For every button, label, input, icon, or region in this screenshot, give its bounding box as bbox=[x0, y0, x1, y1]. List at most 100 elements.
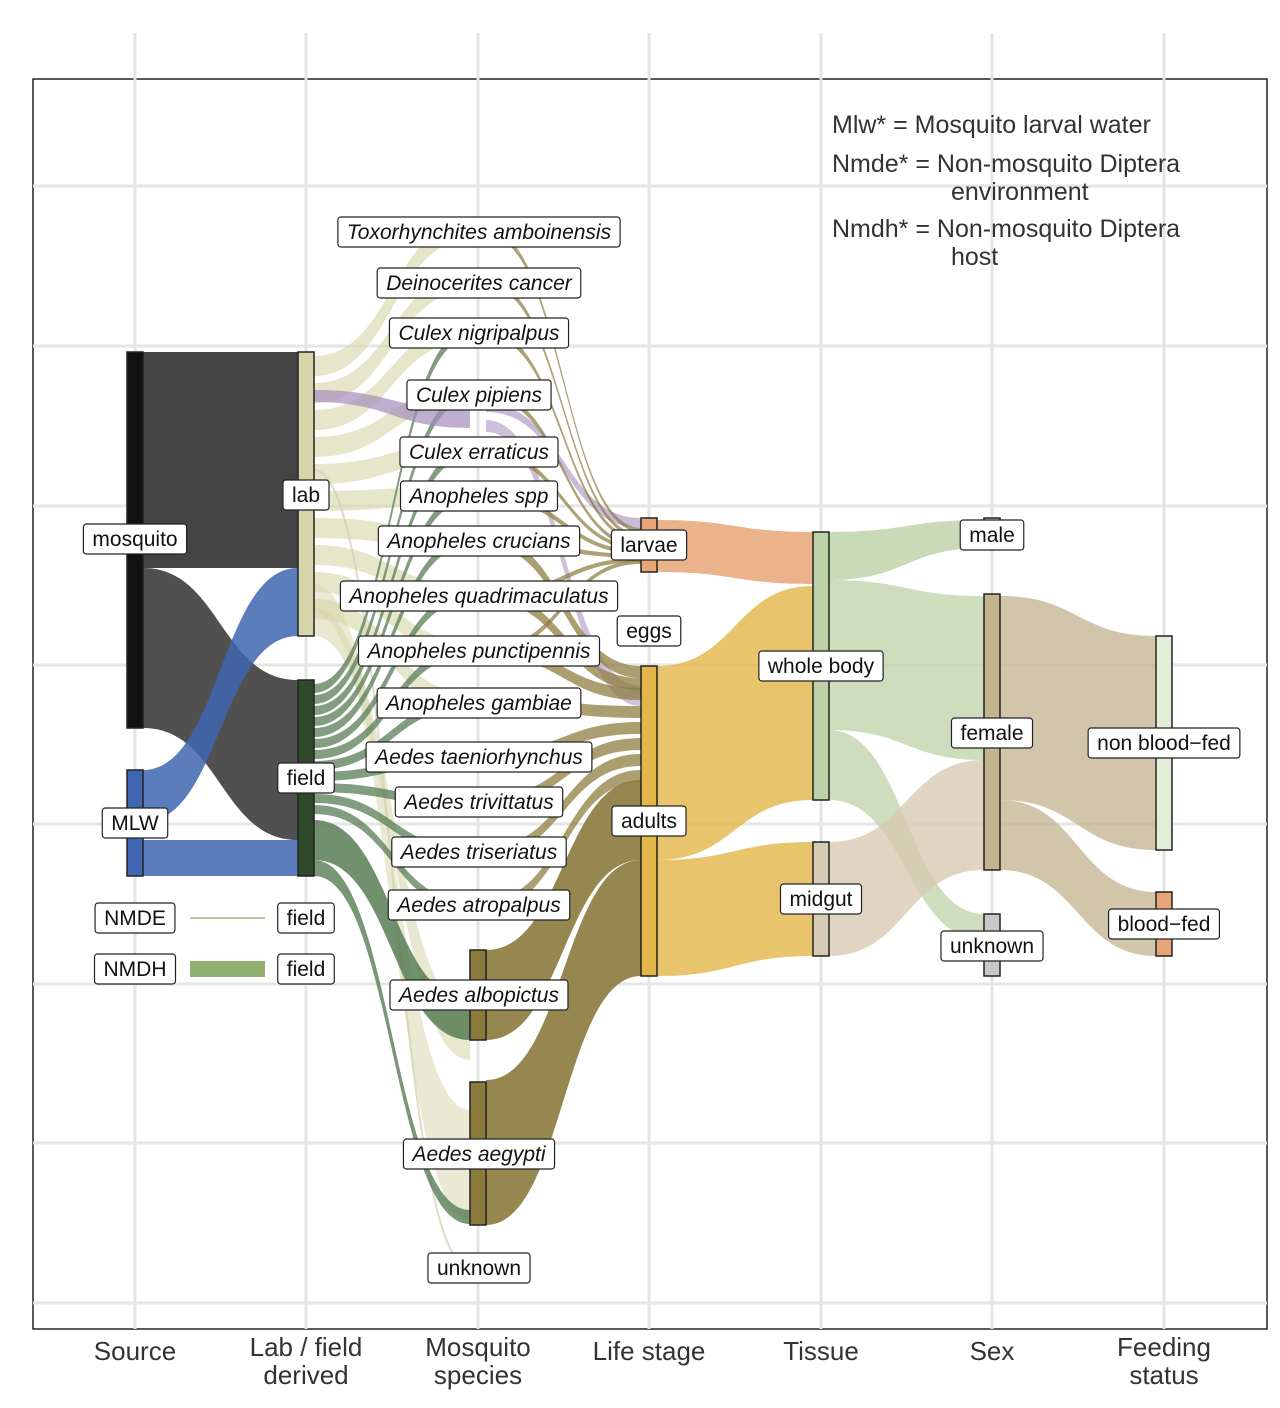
svg-text:Toxorhynchites amboinensis: Toxorhynchites amboinensis bbox=[347, 221, 612, 244]
flow-purple-larvae bbox=[486, 404, 641, 528]
flow-lab-albopictus bbox=[314, 608, 470, 1060]
note-2-line-0: Nmdh* = Non-mosquito Diptera bbox=[832, 215, 1180, 243]
svg-text:Anopheles punctipennis: Anopheles punctipennis bbox=[365, 640, 591, 663]
node-species-aedes-trivittatus: Aedes trivittatus bbox=[394, 786, 564, 818]
axis-label-0: Source bbox=[94, 1336, 176, 1366]
node-source-mosquito: mosquito bbox=[82, 523, 188, 555]
flow-field-species-5 bbox=[314, 592, 470, 748]
node-sex-female: female bbox=[950, 717, 1034, 749]
flow-field-species-0 bbox=[314, 329, 470, 693]
node-source-mlw: MLW bbox=[101, 807, 169, 839]
axis-label-5: Sex bbox=[970, 1336, 1015, 1366]
svg-text:blood−fed: blood−fed bbox=[1118, 913, 1211, 936]
svg-text:female: female bbox=[960, 722, 1023, 745]
svg-text:Deinocerites cancer: Deinocerites cancer bbox=[386, 272, 573, 295]
flow-species-larvae-5 bbox=[486, 493, 641, 554]
node-sex-unknown: unknown bbox=[940, 930, 1044, 962]
node-feeding-non-blood-fed: non blood−fed bbox=[1087, 727, 1241, 759]
svg-text:eggs: eggs bbox=[626, 620, 672, 643]
svg-text:Aedes aegypti: Aedes aegypti bbox=[410, 1143, 546, 1166]
svg-text:Aedes atropalpus: Aedes atropalpus bbox=[395, 894, 561, 917]
node-labfield-lab-0: lab bbox=[282, 479, 330, 511]
flow-lab-unknown bbox=[313, 469, 471, 1269]
node-species-aedes-atropalpus: Aedes atropalpus bbox=[387, 889, 571, 921]
flow-species-larvae-4 bbox=[486, 449, 641, 550]
flow-wholebody-male bbox=[829, 520, 984, 580]
node-species-anopheles-crucians: Anopheles crucians bbox=[377, 525, 581, 557]
flow-nmdh-field bbox=[190, 961, 265, 977]
node-species-culex-erraticus: Culex erraticus bbox=[399, 436, 559, 468]
flow-purple-adults bbox=[486, 420, 641, 706]
svg-text:Aedes taeniorhynchus: Aedes taeniorhynchus bbox=[373, 746, 583, 769]
node-tissue-midgut: midgut bbox=[779, 883, 863, 915]
svg-text:NMDE: NMDE bbox=[104, 907, 166, 930]
svg-text:midgut: midgut bbox=[789, 888, 852, 911]
flow-mosquito-lab bbox=[143, 352, 298, 568]
node-feeding-blood-fed: blood−fed bbox=[1107, 908, 1221, 940]
node-species-aedes-triseriatus: Aedes triseriatus bbox=[391, 836, 567, 868]
flow-female-nonbloodfed bbox=[1000, 596, 1156, 850]
note-1-line-1: environment bbox=[951, 178, 1089, 206]
flow-lab-species-0 bbox=[314, 222, 470, 376]
flow-species-larvae-0 bbox=[486, 229, 641, 532]
node-species-toxorhynchites-amboinensis: Toxorhynchites amboinensis bbox=[337, 216, 621, 248]
axis-label-3: Life stage bbox=[593, 1336, 706, 1366]
svg-text:NMDH: NMDH bbox=[104, 958, 167, 981]
svg-text:unknown: unknown bbox=[950, 935, 1034, 958]
flow-field-species-10 bbox=[314, 794, 470, 857]
node-species-aedes-albopictus: Aedes albopictus bbox=[389, 979, 569, 1011]
svg-text:field: field bbox=[287, 958, 326, 981]
flow-midgut-female bbox=[829, 760, 984, 956]
node-species-unknown: unknown bbox=[427, 1252, 531, 1284]
node-species-anopheles-gambiae: Anopheles gambiae bbox=[376, 687, 582, 719]
svg-text:MLW: MLW bbox=[111, 812, 159, 835]
svg-text:unknown: unknown bbox=[437, 1257, 521, 1280]
svg-text:Culex nigripalpus: Culex nigripalpus bbox=[398, 322, 560, 345]
svg-text:Aedes trivittatus: Aedes trivittatus bbox=[402, 791, 554, 814]
node-lifestage-adults: adults bbox=[611, 805, 687, 837]
flow-species-larvae-1 bbox=[486, 280, 641, 538]
flow-species-larvae-2 bbox=[486, 330, 641, 542]
svg-text:Aedes albopictus: Aedes albopictus bbox=[397, 984, 559, 1007]
flow-field-aegypti bbox=[314, 860, 470, 1224]
svg-text:Anopheles spp: Anopheles spp bbox=[408, 485, 549, 508]
node-species-anopheles-spp: Anopheles spp bbox=[399, 480, 559, 512]
svg-text:non blood−fed: non blood−fed bbox=[1097, 732, 1231, 755]
svg-text:male: male bbox=[969, 524, 1015, 547]
node-labfield-field-3: field bbox=[277, 953, 335, 985]
node-lifestage-eggs: eggs bbox=[616, 615, 682, 647]
axis-label-4: Tissue bbox=[783, 1336, 859, 1366]
node-species-culex-pipiens: Culex pipiens bbox=[406, 379, 552, 411]
flow-pipiens-purple bbox=[314, 390, 470, 428]
flow-adults-midgut bbox=[657, 842, 813, 976]
flow-larvae-wholebody bbox=[657, 520, 813, 584]
node-source-nmdh: NMDH bbox=[93, 953, 177, 985]
flow-aegypti-adults bbox=[486, 860, 641, 1225]
flow-species-larvae-3 bbox=[486, 392, 641, 548]
svg-text:field: field bbox=[287, 767, 326, 790]
svg-text:Anopheles quadrimaculatus: Anopheles quadrimaculatus bbox=[347, 585, 609, 608]
svg-text:Culex pipiens: Culex pipiens bbox=[416, 384, 543, 407]
svg-text:adults: adults bbox=[621, 810, 677, 833]
node-labfield-field-1: field bbox=[277, 762, 335, 794]
note-2-line-1: host bbox=[951, 243, 998, 271]
node-species-aedes-aegypti: Aedes aegypti bbox=[402, 1138, 556, 1170]
flow-wholebody-female bbox=[829, 580, 984, 760]
node-sex-male: male bbox=[959, 519, 1025, 551]
flow-species-adults-6 bbox=[486, 754, 641, 857]
node-lifestage-larvae: larvae bbox=[610, 529, 688, 561]
svg-text:field: field bbox=[287, 907, 326, 930]
flow-species-larvae-7 bbox=[486, 558, 641, 599]
svg-text:Aedes triseriatus: Aedes triseriatus bbox=[399, 841, 558, 864]
svg-text:lab: lab bbox=[292, 484, 320, 507]
note-1-line-0: Nmde* = Non-mosquito Diptera bbox=[832, 150, 1180, 178]
svg-text:Culex erraticus: Culex erraticus bbox=[409, 441, 550, 464]
flow-mlw-lab bbox=[143, 568, 298, 822]
node-species-anopheles-punctipennis: Anopheles punctipennis bbox=[357, 635, 601, 667]
node-species-deinocerites-cancer: Deinocerites cancer bbox=[376, 267, 582, 299]
